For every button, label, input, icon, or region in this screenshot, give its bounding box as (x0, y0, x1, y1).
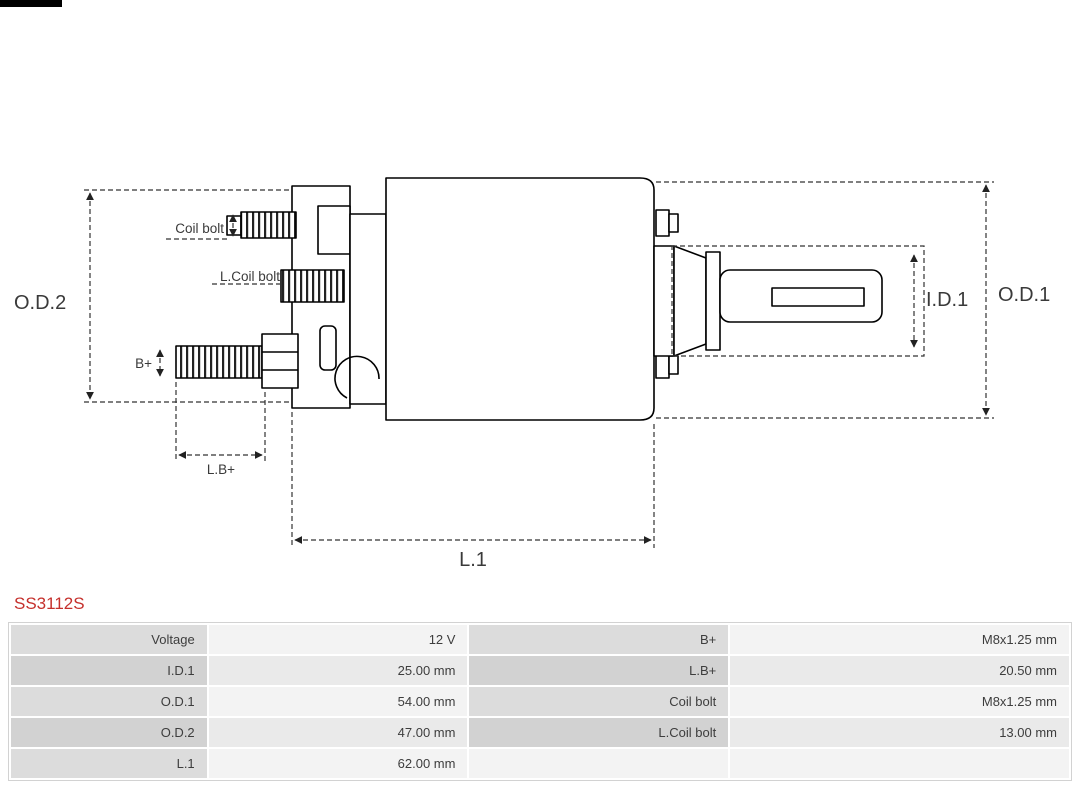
od1-label: O.D.1 (998, 284, 1050, 306)
spec-key: L.Coil bolt (469, 718, 729, 747)
spec-value: 13.00 mm (730, 718, 1069, 747)
spec-key: O.D.2 (11, 718, 207, 747)
coil-bolt-bushing (280, 269, 345, 303)
spec-key: Voltage (11, 625, 207, 654)
solenoid-drawing-svg: O.D.2 O.D.1 I.D.1 L.1 L.B+ B+ Coil bolt … (14, 177, 1050, 571)
spec-key: L.1 (11, 749, 207, 778)
bracket-inner (349, 213, 387, 405)
plunger-cone (673, 245, 707, 357)
lcoil-bolt-label: L.Coil bolt (220, 269, 280, 284)
spec-key: B+ (469, 625, 729, 654)
od2-label: O.D.2 (14, 292, 66, 314)
spec-row: I.D.1 25.00 mm L.B+ 20.50 mm (11, 656, 1069, 685)
right-tab-top-inner (668, 213, 679, 233)
spec-row: O.D.2 47.00 mm L.Coil bolt 13.00 mm (11, 718, 1069, 747)
spec-key: I.D.1 (11, 656, 207, 685)
spec-key: O.D.1 (11, 687, 207, 716)
solenoid-cylinder (385, 177, 655, 421)
spec-table: Voltage 12 V B+ M8x1.25 mm I.D.1 25.00 m… (9, 623, 1071, 780)
logo-strip (0, 0, 62, 7)
id1-label: I.D.1 (926, 289, 968, 311)
bplus-nut (261, 333, 299, 389)
plunger-collar (705, 251, 721, 351)
dimension-labels: O.D.2 O.D.1 I.D.1 L.1 L.B+ B+ Coil bolt … (14, 221, 1050, 571)
spec-value: M8x1.25 mm (730, 625, 1069, 654)
coil-bolt-label: Coil bolt (175, 221, 224, 236)
part-number: SS3112S (14, 594, 85, 613)
spec-key: Coil bolt (469, 687, 729, 716)
right-tab-top-outer (655, 209, 670, 237)
spec-value: 47.00 mm (208, 718, 468, 747)
spec-value: 25.00 mm (208, 656, 468, 685)
bplus-insulator (319, 325, 337, 371)
plunger-base (653, 245, 675, 357)
spec-value: 54.00 mm (208, 687, 468, 716)
spec-table-wrap: Voltage 12 V B+ M8x1.25 mm I.D.1 25.00 m… (8, 622, 1072, 781)
spec-key (469, 749, 729, 778)
spec-row: Voltage 12 V B+ M8x1.25 mm (11, 625, 1069, 654)
right-tab-bottom-inner (668, 355, 679, 375)
plunger-slot (771, 287, 865, 307)
spec-value: M8x1.25 mm (730, 687, 1069, 716)
coil-bolt-cap (226, 215, 242, 236)
l1-label: L.1 (459, 549, 487, 571)
spec-row: O.D.1 54.00 mm Coil bolt M8x1.25 mm (11, 687, 1069, 716)
spec-value: 62.00 mm (208, 749, 468, 778)
solenoid-body-group (175, 177, 883, 421)
spec-value: 12 V (208, 625, 468, 654)
spec-key: L.B+ (469, 656, 729, 685)
bracket-curl (334, 355, 380, 399)
spec-value: 20.50 mm (730, 656, 1069, 685)
spec-row: L.1 62.00 mm (11, 749, 1069, 778)
bplus-label: B+ (135, 356, 152, 371)
dimension-lines (84, 181, 994, 548)
bracket-step (317, 205, 351, 255)
technical-diagram: O.D.2 O.D.1 I.D.1 L.1 L.B+ B+ Coil bolt … (14, 177, 1050, 571)
spec-value (730, 749, 1069, 778)
lbplus-label: L.B+ (207, 462, 235, 477)
coil-bolt-thread (240, 211, 297, 239)
bplus-thread (175, 345, 263, 379)
